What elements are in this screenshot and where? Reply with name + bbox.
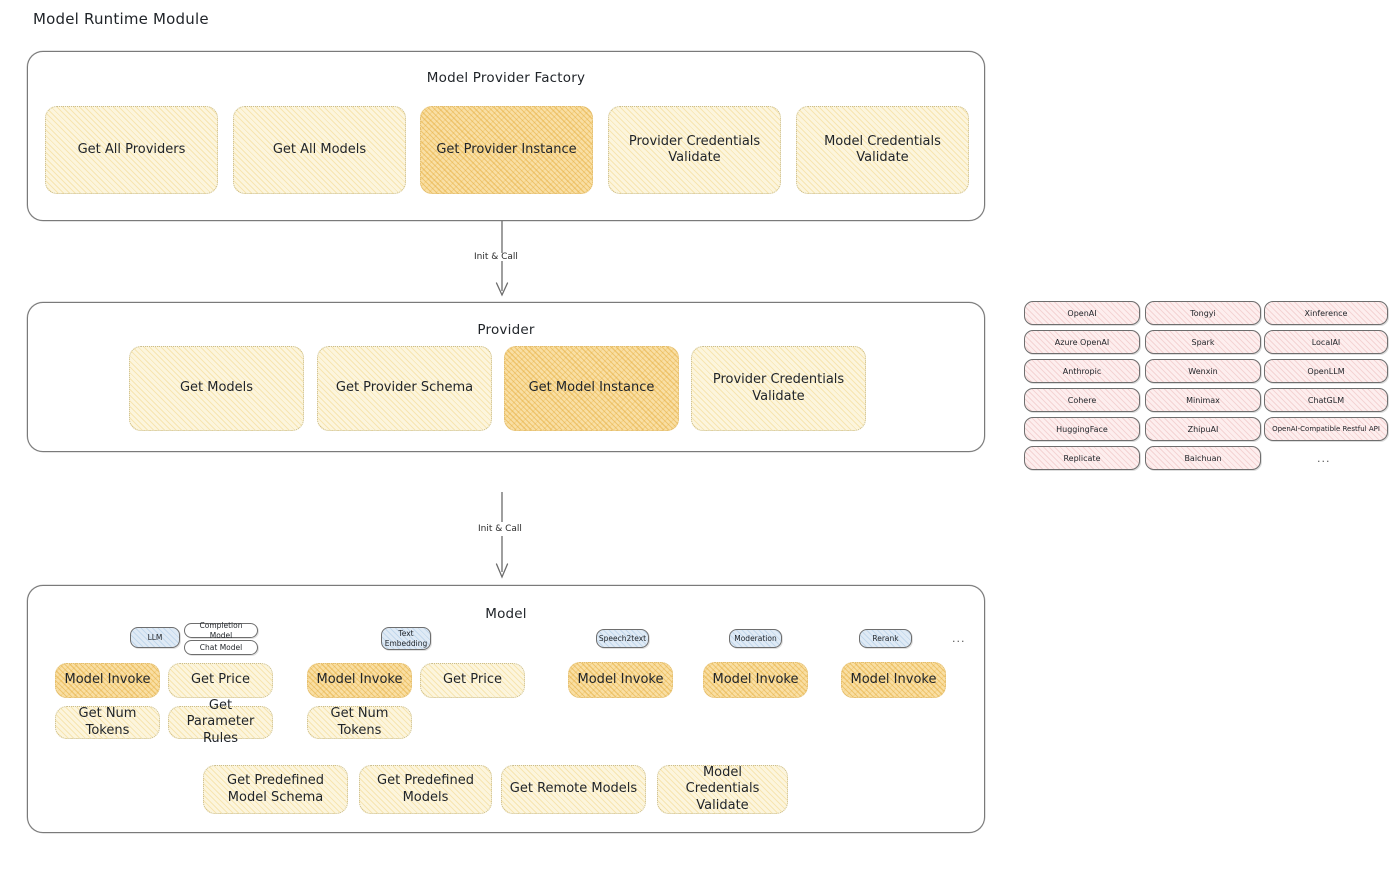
model-types-more-ellipsis: ... <box>952 632 966 645</box>
node-provider-credentials-validate[interactable]: Provider Credentials Validate <box>691 346 866 431</box>
node-get-predefined-model-schema[interactable]: Get Predefined Model Schema <box>203 765 348 814</box>
arrow-label-init-call-1: Init & Call <box>474 252 518 262</box>
badge-text-embedding[interactable]: Text Embedding <box>381 627 431 650</box>
page-title: Model Runtime Module <box>33 10 209 28</box>
provider-chip-spark[interactable]: Spark <box>1145 330 1261 354</box>
badge-rerank[interactable]: Rerank <box>859 629 912 648</box>
node-get-remote-models[interactable]: Get Remote Models <box>501 765 646 814</box>
provider-chip-anthropic[interactable]: Anthropic <box>1024 359 1140 383</box>
provider-chip-localai[interactable]: LocalAI <box>1264 330 1388 354</box>
node-get-predefined-models[interactable]: Get Predefined Models <box>359 765 492 814</box>
provider-chip-openllm[interactable]: OpenLLM <box>1264 359 1388 383</box>
node-llm-model-invoke-hl[interactable]: Model Invoke <box>55 663 160 698</box>
provider-chip-baichuan[interactable]: Baichuan <box>1145 446 1261 470</box>
node-text-embedding-get-num-tokens[interactable]: Get Num Tokens <box>307 706 412 739</box>
provider-chip-replicate[interactable]: Replicate <box>1024 446 1140 470</box>
badge-moderation[interactable]: Moderation <box>729 629 782 648</box>
provider-chip-chatglm[interactable]: ChatGLM <box>1264 388 1388 412</box>
node-text-embedding-get-price[interactable]: Get Price <box>420 663 525 698</box>
provider-chip-openai[interactable]: OpenAI <box>1024 301 1140 325</box>
node-provider-credentials-validate-factory[interactable]: Provider Credentials Validate <box>608 106 781 194</box>
badge-completion-model[interactable]: Completion Model <box>184 621 258 640</box>
badge-chat-model[interactable]: Chat Model <box>184 640 258 655</box>
node-text-embedding-model-invoke[interactable]: Model Invoke <box>307 663 412 698</box>
node-get-models[interactable]: Get Models <box>129 346 304 431</box>
provider-chip-minimax[interactable]: Minimax <box>1145 388 1261 412</box>
model-provider-factory-title: Model Provider Factory <box>426 70 586 86</box>
node-get-model-instance[interactable]: Get Model Instance <box>504 346 679 431</box>
node-moderation-model-invoke[interactable]: Model Invoke <box>703 662 808 698</box>
arrow-provider-to-model <box>495 492 509 579</box>
node-rerank-model-invoke[interactable]: Model Invoke <box>841 662 946 698</box>
provider-chip-wenxin[interactable]: Wenxin <box>1145 359 1261 383</box>
node-model-credentials-validate[interactable]: Model Credentials Validate <box>657 765 788 814</box>
node-llm-get-parameter-rules[interactable]: Get Parameter Rules <box>168 698 273 746</box>
node-get-provider-schema[interactable]: Get Provider Schema <box>317 346 492 431</box>
node-get-all-models[interactable]: Get All Models <box>233 106 406 194</box>
provider-chip-tongyi[interactable]: Tongyi <box>1145 301 1261 325</box>
node-get-provider-instance[interactable]: Get Provider Instance <box>420 106 593 194</box>
provider-chip-huggingface[interactable]: HuggingFace <box>1024 417 1140 441</box>
badge-llm[interactable]: LLM <box>130 627 180 648</box>
provider-chip-openai-compatible-restful-api[interactable]: OpenAI-Compatible Restful API <box>1264 417 1388 441</box>
provider-title: Provider <box>477 322 535 338</box>
provider-chip-zhipuai[interactable]: ZhipuAI <box>1145 417 1261 441</box>
arrow-factory-to-provider <box>495 221 509 297</box>
model-title: Model <box>485 606 527 622</box>
provider-chip-xinference[interactable]: Xinference <box>1264 301 1388 325</box>
node-llm-get-price[interactable]: Get Price <box>168 663 273 698</box>
arrow-label-init-call-2: Init & Call <box>478 524 522 534</box>
node-model-credentials-validate-factory[interactable]: Model Credentials Validate <box>796 106 969 194</box>
node-get-all-providers[interactable]: Get All Providers <box>45 106 218 194</box>
node-llm-get-num-tokens[interactable]: Get Num Tokens <box>55 706 160 739</box>
node-speech2text-model-invoke[interactable]: Model Invoke <box>568 662 673 698</box>
badge-speech2text[interactable]: Speech2text <box>596 629 649 648</box>
provider-chip-cohere[interactable]: Cohere <box>1024 388 1140 412</box>
provider-chip-azure-openai[interactable]: Azure OpenAI <box>1024 330 1140 354</box>
provider-list-more-ellipsis: ... <box>1317 452 1331 465</box>
